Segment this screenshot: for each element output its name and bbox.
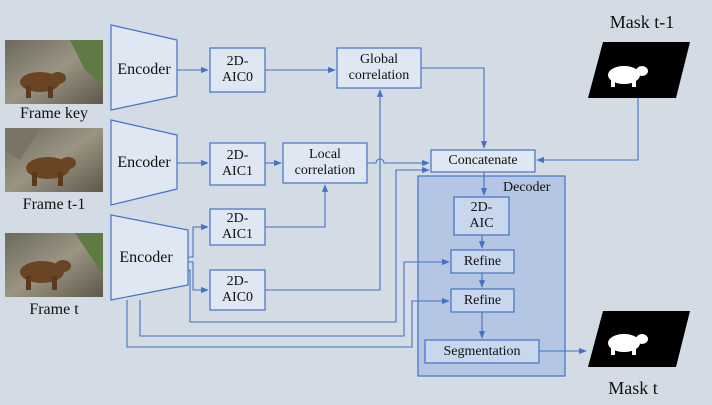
segmentation-label: Segmentation [443,343,521,359]
frame-key-label: Frame key [20,105,88,122]
aic1-mid-box [209,142,266,186]
mask-prev-label: Mask t-1 [609,12,675,32]
mask-current-image [588,311,690,367]
global-correlation-box [336,47,422,89]
encoder-key [110,24,178,111]
aic0-low-box [209,269,266,311]
decoder-aic-box [453,196,510,236]
frame-prev-image [5,128,103,192]
mask-prev-image [588,42,690,98]
aic0-low-label: 2D- AIC0 [221,274,254,305]
mask-current-label: Mask t [608,378,658,398]
concatenate-box [430,149,536,173]
encoder-prev [110,119,178,206]
decoder-title: Decoder [503,180,551,195]
connectors [126,66,639,355]
frame-key-image [5,40,103,104]
encoder-t [110,214,189,301]
frame-t-image [5,233,103,297]
aic1-mid-label: 2D- AIC1 [221,148,254,179]
concatenate-label: Concatenate [448,153,518,168]
encoder-t-label: Encoder [119,249,173,266]
encoder-key-label: Encoder [117,61,171,78]
frame-prev-label: Frame t-1 [22,196,86,213]
frame-t-label: Frame t [29,301,79,318]
global-correlation-label: Global correlation [348,52,410,83]
aic0-top-label: 2D- AIC0 [221,54,254,85]
local-correlation-box [282,142,368,184]
local-correlation-label: Local correlation [294,147,356,178]
aic1-low-label: 2D- AIC1 [221,211,254,242]
refine-1-label: Refine [463,253,502,269]
refine-2-label: Refine [463,292,502,308]
encoder-prev-label: Encoder [117,154,171,171]
decoder-aic-label: 2D- AIC [469,200,494,231]
